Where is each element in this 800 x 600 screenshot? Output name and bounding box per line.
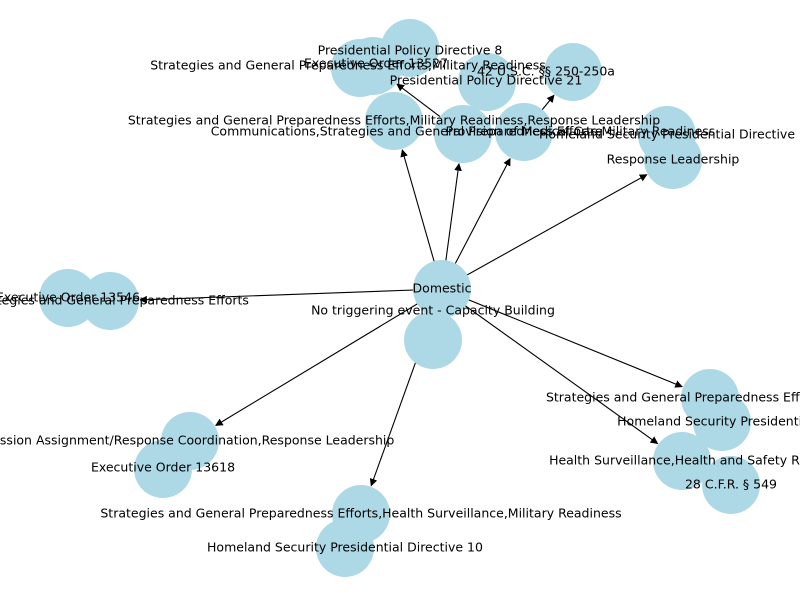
labels-layer: Domestic No triggering event - Capacity B… bbox=[0, 43, 800, 555]
node-label-sgpe_hs_mr: Strategies and General Preparedness Effo… bbox=[100, 506, 621, 521]
edge-domestic-to-health_surv bbox=[441, 288, 659, 444]
node-label-mission: Mission Assignment/Response Coordination… bbox=[0, 433, 394, 448]
edge-domestic-to-sgpe_mr2 bbox=[441, 288, 683, 388]
node-sgpe bbox=[81, 272, 139, 330]
node-label-sgpe_mr: Strategies and General Preparedness Effo… bbox=[150, 58, 546, 73]
node-label-capacity: No triggering event - Capacity Building bbox=[311, 303, 555, 318]
edge-domestic-to-sgpe bbox=[139, 288, 443, 304]
node-label-eo13618: Executive Order 13618 bbox=[91, 460, 235, 475]
node-label-hspd10: Homeland Security Presidential Directive… bbox=[207, 540, 483, 555]
node-hspd_d bbox=[693, 393, 751, 451]
node-comm_sgpe_mr bbox=[434, 105, 492, 163]
edge-domestic-to-mission bbox=[215, 288, 443, 426]
node-label-resp_lead: Response Leadership bbox=[607, 152, 740, 167]
node-ppd21 bbox=[458, 53, 516, 111]
node-eo13618 bbox=[134, 440, 192, 498]
node-domestic bbox=[413, 260, 471, 318]
node-label-eo13527: Executive Order 13527 bbox=[304, 56, 448, 71]
node-health_surv bbox=[653, 432, 711, 490]
node-prov_med bbox=[495, 103, 553, 161]
node-label-cfr28: 28 C.F.R. § 549 bbox=[685, 477, 777, 492]
node-cfr28 bbox=[702, 456, 760, 514]
node-hspd10 bbox=[316, 519, 374, 577]
node-label-comm_sgpe_mr: Communications,Strategies and General Pr… bbox=[211, 124, 716, 139]
node-label-domestic: Domestic bbox=[413, 281, 472, 296]
node-sgpe_mr_rl bbox=[365, 92, 423, 150]
node-label-ppd8: Presidential Policy Directive 8 bbox=[318, 43, 503, 58]
node-sgpe_mr bbox=[331, 39, 389, 97]
node-resp_lead bbox=[644, 131, 702, 189]
node-label-prov_med: Provision of Medical Care bbox=[445, 124, 602, 139]
nodes-layer bbox=[39, 19, 760, 577]
node-label-health_surv: Health Surveillance,Health and Safety Re… bbox=[549, 453, 800, 468]
node-label-usc42: 42 U.S.C. §§ 250-250a bbox=[477, 64, 615, 79]
node-capacity bbox=[404, 311, 462, 369]
edge-domestic-to-resp_lead bbox=[441, 174, 648, 290]
node-eo13546 bbox=[39, 269, 97, 327]
node-label-sgpe_mr2: Strategies and General Preparedness Effo… bbox=[546, 390, 800, 405]
node-label-sgpe: Strategies and General Preparedness Effo… bbox=[0, 293, 249, 308]
node-label-eo13546: Executive Order 13546 bbox=[0, 290, 140, 305]
node-label-ppd21: Presidential Policy Directive 21 bbox=[390, 73, 583, 88]
node-usc42 bbox=[544, 43, 602, 101]
node-label-hspd: Homeland Security Presidential Directive bbox=[539, 127, 795, 142]
node-label-sgpe_mr_rl: Strategies and General Preparedness Effo… bbox=[128, 113, 660, 128]
node-label-hspd_d: Homeland Security Presidential D bbox=[617, 414, 800, 429]
